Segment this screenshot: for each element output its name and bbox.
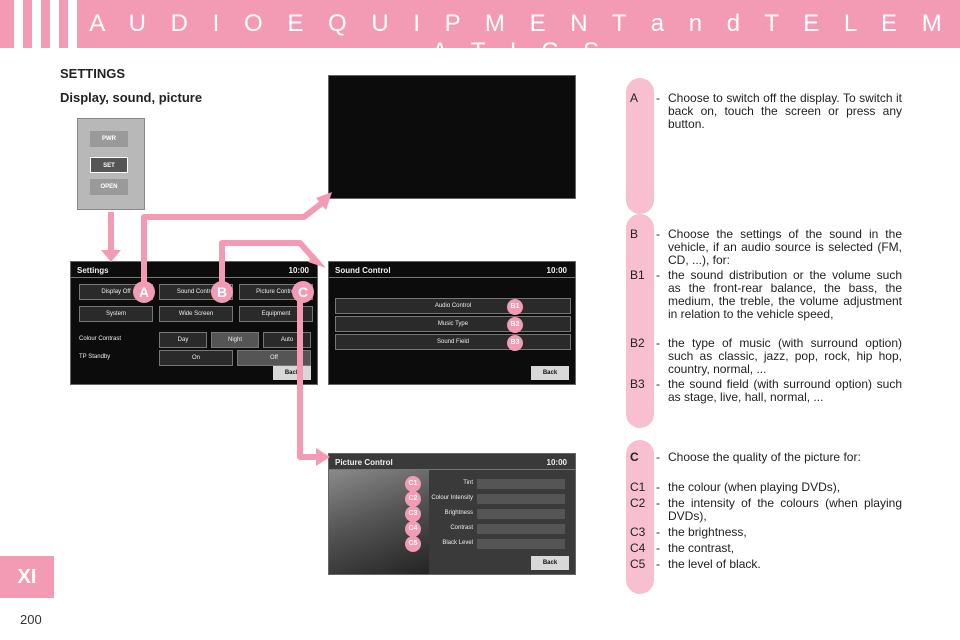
picture-control-screen: Picture Control 10:00 Tint Colour Intens…: [328, 453, 576, 575]
black-level-label: Black Level: [442, 540, 473, 546]
sound-control-screen: Sound Control 10:00 Audio Control Music …: [328, 261, 576, 385]
marker-b3: B3: [507, 335, 523, 351]
picture-screen-time: 10:00: [546, 458, 567, 467]
marker-c2: C2: [405, 491, 421, 507]
open-button[interactable]: OPEN: [90, 179, 128, 195]
picture-sliders[interactable]: [477, 479, 565, 551]
entry-c4: C4-the contrast,: [630, 541, 735, 555]
pill-a: [626, 78, 654, 214]
header-title: A U D I O E Q U I P M E N T a n d T E L …: [89, 10, 951, 65]
marker-a: A: [133, 281, 155, 303]
marker-b: B: [211, 281, 233, 303]
colour-intensity-label: Colour Intensity: [431, 495, 473, 501]
marker-c3: C3: [405, 506, 421, 522]
chapter-tab: XI: [0, 556, 54, 598]
pwr-button[interactable]: PWR: [90, 131, 128, 147]
arrow-c: [297, 300, 318, 460]
entry-c: C-Choose the quality of the picture for:: [630, 450, 861, 464]
marker-c1: C1: [405, 476, 421, 492]
page-number: 200: [20, 612, 42, 627]
entry-c2: C2-the intensity of the colours (when pl…: [630, 496, 902, 523]
tp-standby-on-button[interactable]: On: [159, 350, 233, 366]
marker-b2: B2: [507, 317, 523, 333]
section-title: SETTINGS: [60, 66, 126, 81]
page-header: A U D I O E Q U I P M E N T a n d T E L …: [0, 0, 960, 65]
section-subtitle: Display, sound, picture: [60, 90, 203, 105]
arrow-b: [219, 240, 318, 282]
arrow-a: [141, 200, 324, 282]
wide-screen-button[interactable]: Wide Screen: [159, 306, 233, 322]
system-button[interactable]: System: [79, 306, 153, 322]
entry-c5: C5-the level of black.: [630, 557, 761, 571]
marker-b1: B1: [507, 299, 523, 315]
entry-b2: B2-the type of music (with surround opti…: [630, 336, 902, 376]
pill-b: [626, 214, 654, 428]
contrast-label: Contrast: [450, 525, 473, 531]
display-off-screen[interactable]: [328, 75, 576, 199]
set-button[interactable]: SET: [90, 157, 128, 173]
settings-screen-title: Settings: [77, 266, 109, 275]
sound-back-button[interactable]: Back: [531, 366, 569, 380]
entry-b1: B1-the sound distribution or the volume …: [630, 268, 902, 321]
entry-b3: B3-the sound field (with surround option…: [630, 377, 902, 404]
picture-back-button[interactable]: Back: [531, 556, 569, 570]
entry-b: B-Choose the settings of the sound in th…: [630, 227, 902, 267]
settings-screen-time: 10:00: [288, 266, 309, 275]
sound-screen-time: 10:00: [546, 266, 567, 275]
picture-screen-title: Picture Control: [335, 458, 393, 467]
sound-screen-title: Sound Control: [335, 266, 391, 275]
settings-screen: Settings 10:00 Display Off Sound Control…: [70, 261, 318, 385]
pill-c: [626, 440, 654, 594]
marker-c4: C4: [405, 521, 421, 537]
header-stripes: [14, 0, 77, 48]
contrast-day-button[interactable]: Day: [159, 332, 207, 348]
tint-label: Tint: [463, 480, 473, 486]
marker-c: C: [292, 281, 314, 303]
brightness-label: Brightness: [444, 510, 473, 516]
colour-contrast-label: Colour Contrast: [79, 336, 122, 342]
tp-standby-label: TP Standby: [79, 354, 111, 360]
contrast-night-button[interactable]: Night: [211, 332, 259, 348]
equipment-button[interactable]: Equipment: [239, 306, 313, 322]
tp-standby-off-button[interactable]: Off: [237, 350, 311, 366]
entry-c1: C1-the colour (when playing DVDs),: [630, 480, 841, 494]
entry-c3: C3-the brightness,: [630, 525, 747, 539]
entry-a: A-Choose to switch off the display. To s…: [630, 91, 902, 131]
device-button-panel: PWR SET OPEN: [77, 118, 145, 210]
marker-c5: C5: [405, 536, 421, 552]
